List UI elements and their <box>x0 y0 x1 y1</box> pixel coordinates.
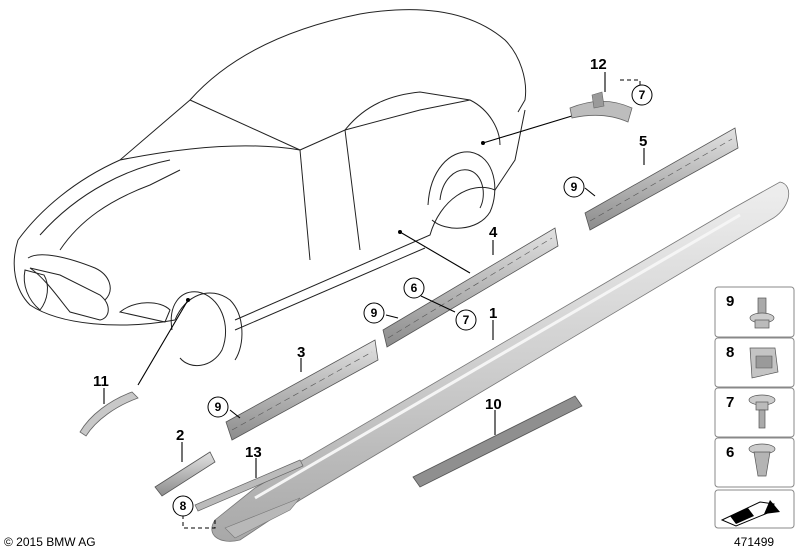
bracket-12 <box>569 91 633 123</box>
callout-5: 5 <box>639 133 647 150</box>
side-sill-panel <box>211 181 790 542</box>
callout-11: 11 <box>93 373 109 390</box>
legend-panel: 9 8 7 6 <box>714 286 795 529</box>
svg-text:10: 10 <box>485 396 502 413</box>
callout-7-b: 7 <box>631 84 653 106</box>
svg-text:7: 7 <box>463 313 470 327</box>
callout-9-c: 9 <box>207 396 229 418</box>
svg-text:11: 11 <box>93 373 109 390</box>
callout-lines <box>103 72 645 529</box>
legend-item-orientation <box>714 489 795 529</box>
svg-text:9: 9 <box>371 306 378 320</box>
callout-2: 2 <box>176 427 184 444</box>
collar-screw-icon <box>748 394 776 429</box>
bracket-2 <box>154 451 216 497</box>
car-outline <box>13 9 527 366</box>
legend-item-6: 6 <box>714 437 795 488</box>
strip-11 <box>79 391 139 437</box>
svg-text:7: 7 <box>639 88 646 102</box>
callout-3: 3 <box>297 344 305 361</box>
svg-text:9: 9 <box>571 180 578 194</box>
copyright-text: © 2015 BMW AG <box>4 535 96 549</box>
callout-8: 8 <box>172 495 194 517</box>
leader-lines <box>137 111 586 386</box>
svg-text:8: 8 <box>726 344 734 361</box>
svg-text:12: 12 <box>590 56 607 73</box>
support-rail-5 <box>584 127 739 231</box>
legend-item-7: 7 <box>714 387 795 438</box>
callout-7-a: 7 <box>455 309 477 331</box>
svg-text:13: 13 <box>245 444 262 461</box>
callout-9-a: 9 <box>363 302 385 324</box>
svg-text:8: 8 <box>180 499 187 513</box>
svg-text:4: 4 <box>489 224 498 241</box>
callout-9-b: 9 <box>563 176 585 198</box>
svg-text:6: 6 <box>726 444 734 461</box>
support-rail-4 <box>382 227 559 348</box>
orientation-arrow-icon <box>720 500 780 527</box>
svg-text:1: 1 <box>489 305 497 322</box>
svg-text:2: 2 <box>176 427 184 444</box>
svg-text:9: 9 <box>726 293 734 310</box>
support-rail-3 <box>225 339 379 441</box>
svg-text:9: 9 <box>215 400 222 414</box>
svg-text:3: 3 <box>297 344 305 361</box>
svg-text:6: 6 <box>411 281 418 295</box>
strip-13 <box>194 459 304 512</box>
clip-nut-icon <box>749 347 779 379</box>
diagram-number: 471499 <box>734 535 774 549</box>
expanding-rivet-icon <box>748 443 776 477</box>
callout-10: 10 <box>485 396 502 413</box>
legend-item-9: 9 <box>714 286 795 338</box>
callout-1: 1 <box>489 305 497 322</box>
callout-4: 4 <box>489 224 498 241</box>
foil-strip-10 <box>412 395 583 488</box>
callout-12: 12 <box>590 56 607 73</box>
callout-13: 13 <box>245 444 262 461</box>
legend-item-8: 8 <box>714 337 795 388</box>
callout-6: 6 <box>403 277 425 299</box>
svg-text:7: 7 <box>726 394 734 411</box>
screw-icon <box>749 297 775 329</box>
svg-text:5: 5 <box>639 133 647 150</box>
